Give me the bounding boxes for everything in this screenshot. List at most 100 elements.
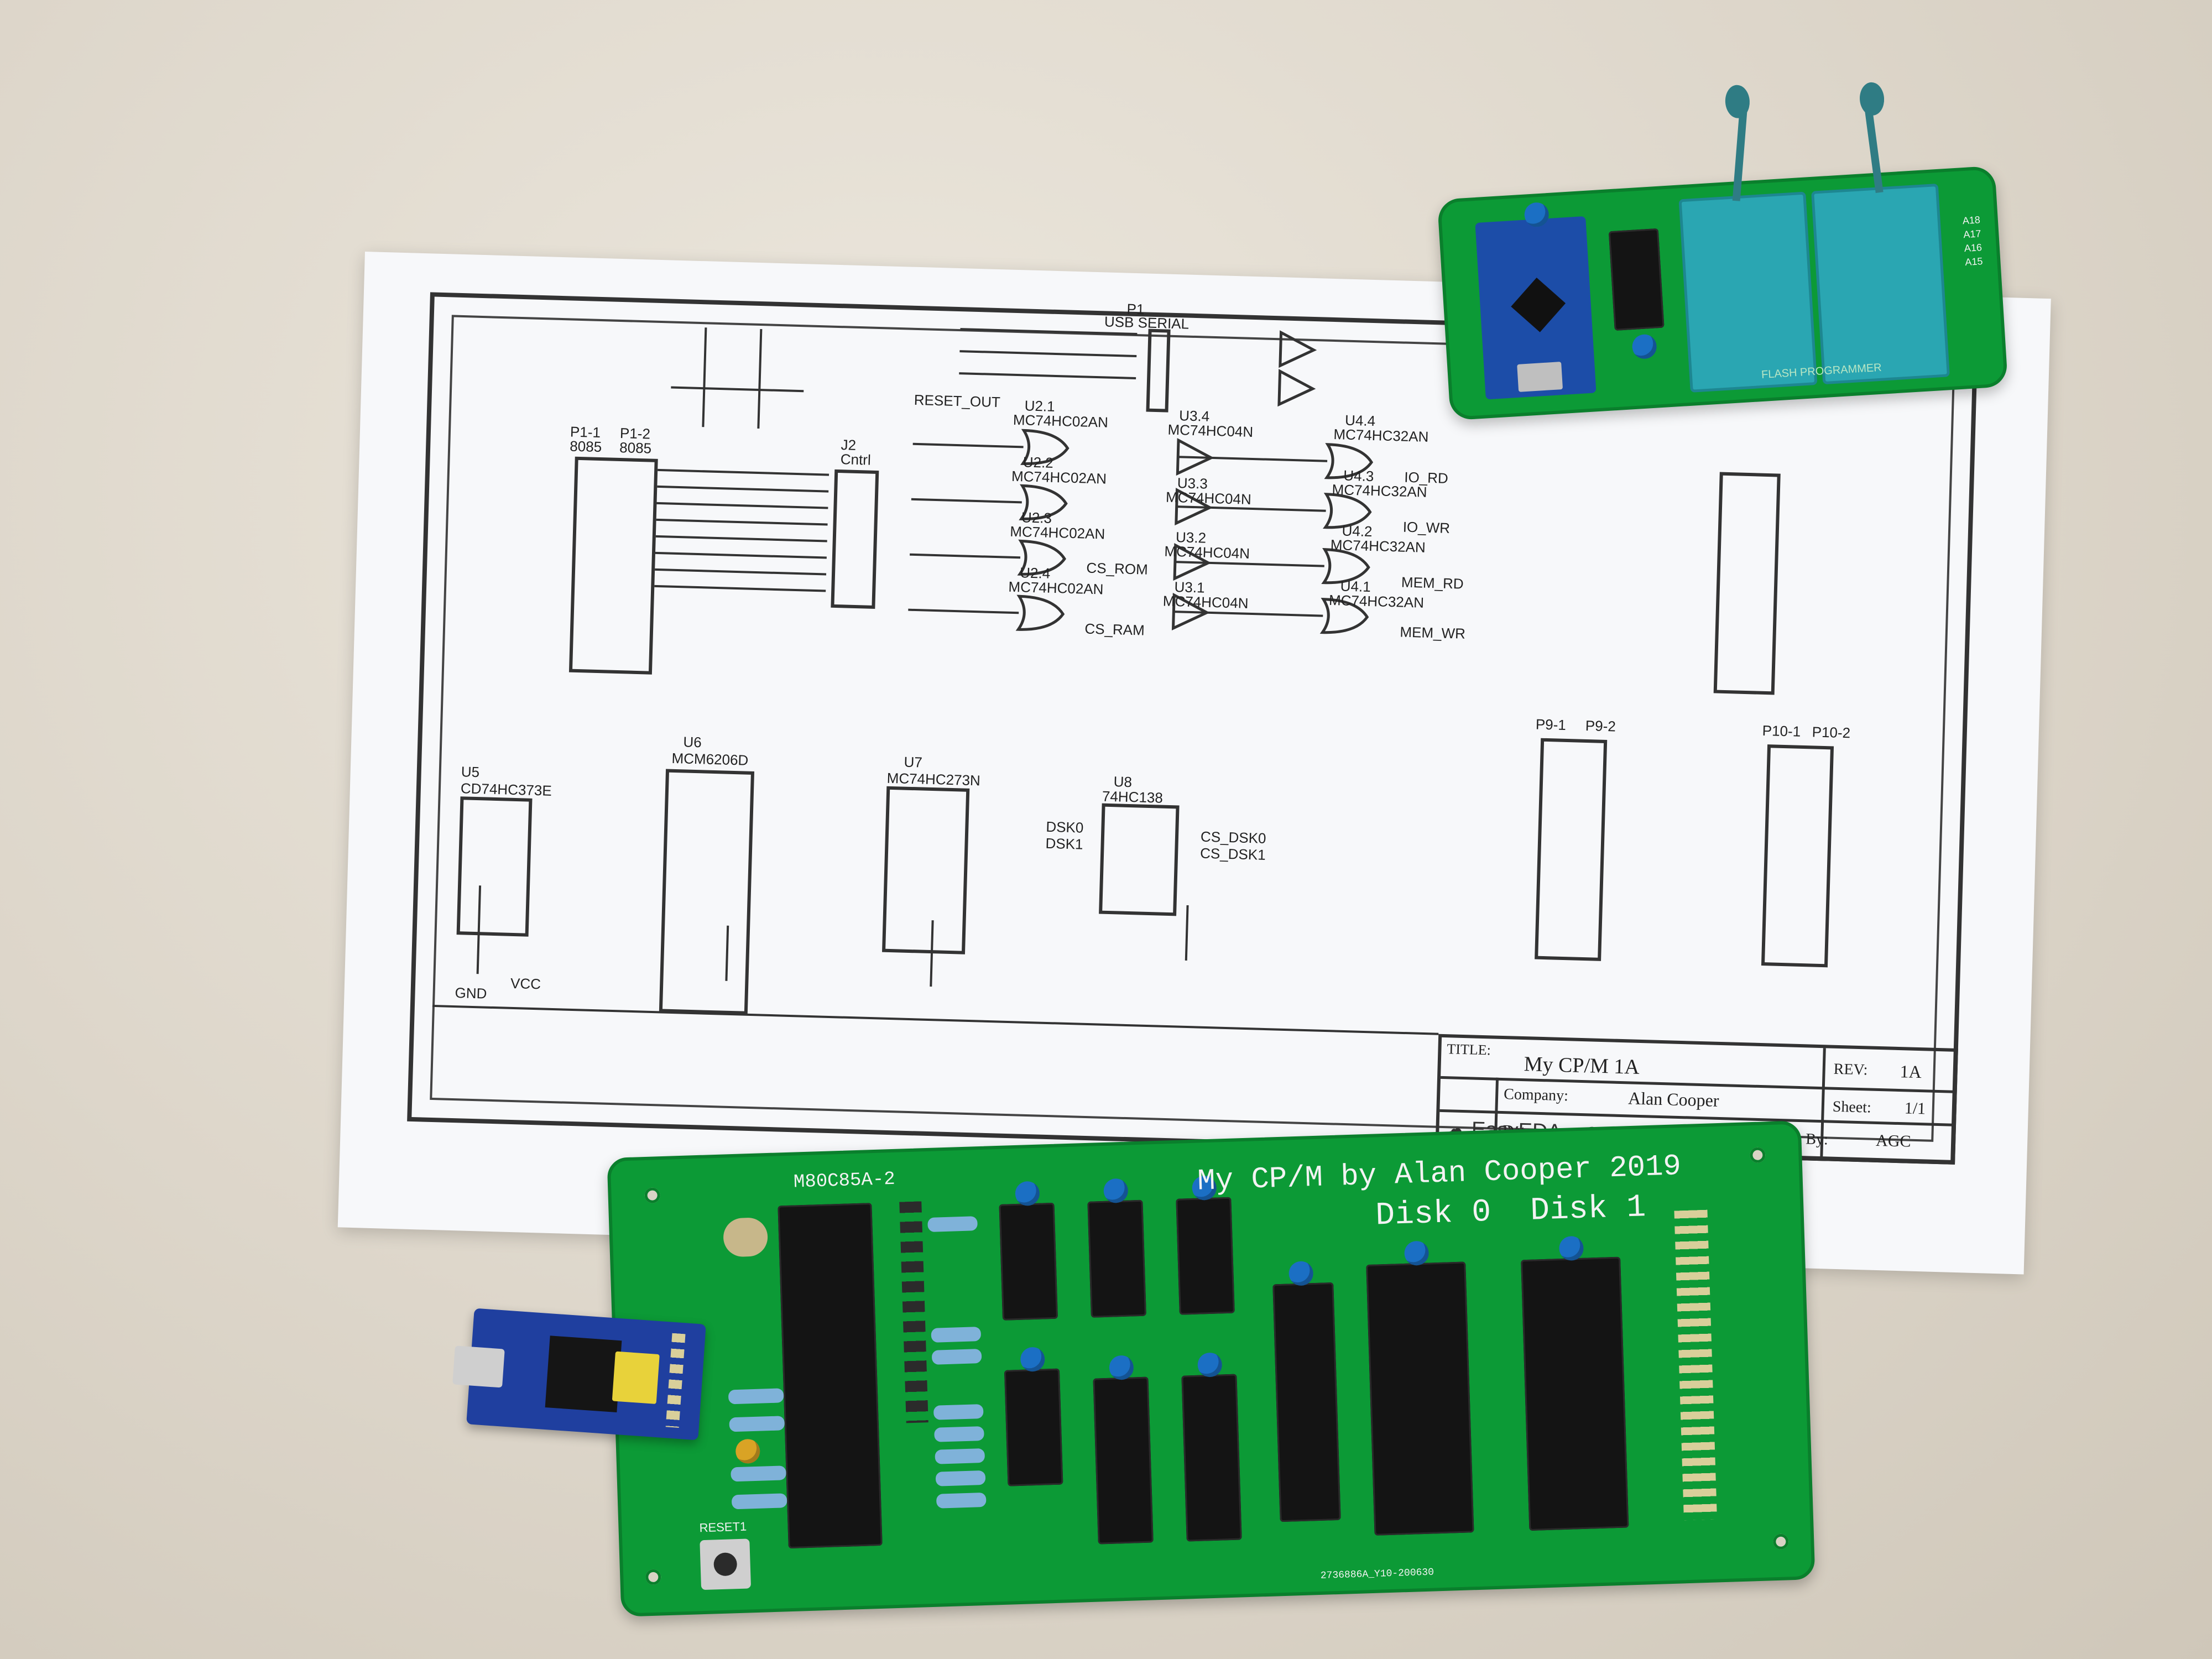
cap-disk0: [1404, 1240, 1430, 1266]
u2-1-part: MC74HC02AN: [1013, 411, 1109, 431]
net-reset-out: RESET_OUT: [914, 391, 1001, 411]
cap-u7: [1109, 1355, 1134, 1380]
zif-socket-right: [1811, 183, 1950, 385]
adapter-header-pins: [665, 1333, 686, 1428]
cpu-silk-label: M80C85A-2: [793, 1168, 896, 1193]
cap-u8: [1197, 1352, 1223, 1378]
flash-capacitor-2: [1631, 333, 1657, 360]
flash-pcb-ic: [1608, 228, 1665, 331]
pin-label-a17: A17: [1963, 228, 1981, 241]
usb-serial-mini-usb-port[interactable]: [452, 1345, 505, 1388]
ic-u6-sram: [1272, 1282, 1341, 1522]
ic-u5: [456, 796, 533, 937]
flash-programmer-pcb: A18 A17 A16 A15 FLASH PROGRAMMER: [1437, 81, 2008, 421]
ic-j3-bus: [1713, 472, 1781, 695]
net-io-wr: IO_WR: [1402, 518, 1451, 536]
company-value: Alan Cooper: [1627, 1088, 1720, 1110]
net-cs-ram: CS_RAM: [1084, 620, 1145, 639]
crystal-oscillator: [723, 1217, 769, 1258]
resistor-r11: [731, 1465, 786, 1482]
net-dsk0: DSK0: [1046, 818, 1084, 836]
cap-disk1: [1558, 1235, 1584, 1261]
cap-u4: [1103, 1178, 1129, 1203]
mount-hole-tr: [1749, 1147, 1766, 1164]
sheet-label: Sheet:: [1832, 1098, 1872, 1117]
u3-4-part: MC74HC04N: [1167, 421, 1254, 440]
net-dsk1: DSK1: [1045, 834, 1083, 853]
ic-usb-serial: [1146, 328, 1171, 413]
cap-tantalum: [735, 1438, 760, 1464]
net-mem-wr: MEM_WR: [1400, 623, 1466, 642]
u6-ref: U6: [683, 733, 702, 751]
resistor-r1: [927, 1216, 978, 1232]
disk0-label: Disk 0: [1375, 1194, 1492, 1234]
u3-3-part: MC74HC04N: [1165, 488, 1252, 508]
resistor-r6: [935, 1448, 985, 1464]
resistor-r5: [934, 1426, 984, 1442]
zif-socket-left: [1678, 191, 1818, 393]
resistor-r2: [931, 1327, 982, 1343]
ftdi-chip: [545, 1335, 622, 1413]
pin-label-a15: A15: [1964, 255, 1983, 268]
ic-p10: [1761, 744, 1834, 968]
drawn-value: AGC: [1875, 1131, 1911, 1151]
p1-1-part: 8085: [569, 437, 602, 456]
resistor-r4: [933, 1404, 984, 1420]
u5-part: CD74HC373E: [460, 780, 552, 799]
ic-p9: [1535, 738, 1608, 961]
zif-lever-knob-right[interactable]: [1859, 81, 1885, 117]
resistor-r12: [731, 1493, 787, 1510]
u5-ref: U5: [461, 763, 480, 781]
net-gnd: GND: [455, 984, 487, 1002]
u6-part: MCM6206D: [671, 749, 749, 769]
u7-part: MC74HC273N: [886, 769, 981, 789]
rev-value: 1A: [1900, 1061, 1922, 1082]
title-value: My CP/M 1A: [1524, 1052, 1640, 1079]
u8-part: 74HC138: [1102, 787, 1164, 806]
net-vcc: VCC: [510, 974, 541, 993]
resistor-r3: [931, 1349, 982, 1365]
company-label: Company:: [1503, 1086, 1569, 1105]
pin-label-a18: A18: [1962, 214, 1981, 227]
pin-label-a16: A16: [1964, 242, 1983, 254]
ic-disk0-sram: [1366, 1261, 1474, 1536]
mount-hole-br: [1772, 1533, 1789, 1550]
net-cs-dsk1: CS_DSK1: [1199, 844, 1266, 863]
usb-serial-adapter: [452, 1308, 706, 1441]
u7-ref: U7: [904, 753, 923, 771]
schematic-sheet: U5 CD74HC373E U6 MCM6206D U7 MC74HC273N …: [337, 252, 2051, 1275]
main-cpm-pcb: M80C85A-2 RESET1 My CP/M by Alan Cooper …: [607, 1120, 1815, 1617]
net-mem-rd: MEM_RD: [1401, 573, 1464, 592]
u2-4-part: MC74HC02AN: [1008, 578, 1104, 598]
cap-u5: [1020, 1347, 1045, 1372]
net-io-rd: IO_RD: [1404, 468, 1449, 487]
ic-u8: [1099, 803, 1180, 916]
p1-2-part: 8085: [619, 439, 652, 457]
ic-u3: [1176, 1197, 1235, 1315]
p10-2-ref: P10-2: [1812, 723, 1851, 742]
j2-part: Cntrl: [840, 451, 872, 468]
disk1-label: Disk 1: [1530, 1190, 1647, 1229]
reset-button[interactable]: [700, 1538, 752, 1590]
p9-2-ref: P9-2: [1585, 717, 1616, 735]
reset-silk-label: RESET1: [699, 1519, 747, 1535]
net-cs-rom: CS_ROM: [1086, 559, 1149, 578]
voltage-jumper[interactable]: [612, 1351, 660, 1404]
cap-u2: [1015, 1181, 1040, 1206]
ic-u7: [881, 786, 970, 954]
u4-4-part: MC74HC32AN: [1333, 426, 1429, 445]
ic-u7: [1093, 1376, 1154, 1545]
arduino-nano-board: [1475, 216, 1597, 400]
ic-j2-cntrl: [831, 469, 879, 609]
ic-8085-left: [568, 456, 658, 675]
pcb-serial-number: 2736886A_Y10-200630: [1320, 1567, 1434, 1582]
reset-button-cap[interactable]: [713, 1552, 738, 1577]
ic-u5: [1004, 1368, 1063, 1486]
u2-2-part: MC74HC02AN: [1011, 467, 1107, 487]
schematic-wires: [432, 327, 1439, 1035]
p10-1-ref: P10-1: [1762, 722, 1801, 740]
mount-hole-bl: [645, 1569, 661, 1585]
u2-3-part: MC74HC02AN: [1009, 523, 1105, 542]
net-cs-dsk0: CS_DSK0: [1200, 828, 1266, 847]
p9-1-ref: P9-1: [1535, 716, 1567, 733]
